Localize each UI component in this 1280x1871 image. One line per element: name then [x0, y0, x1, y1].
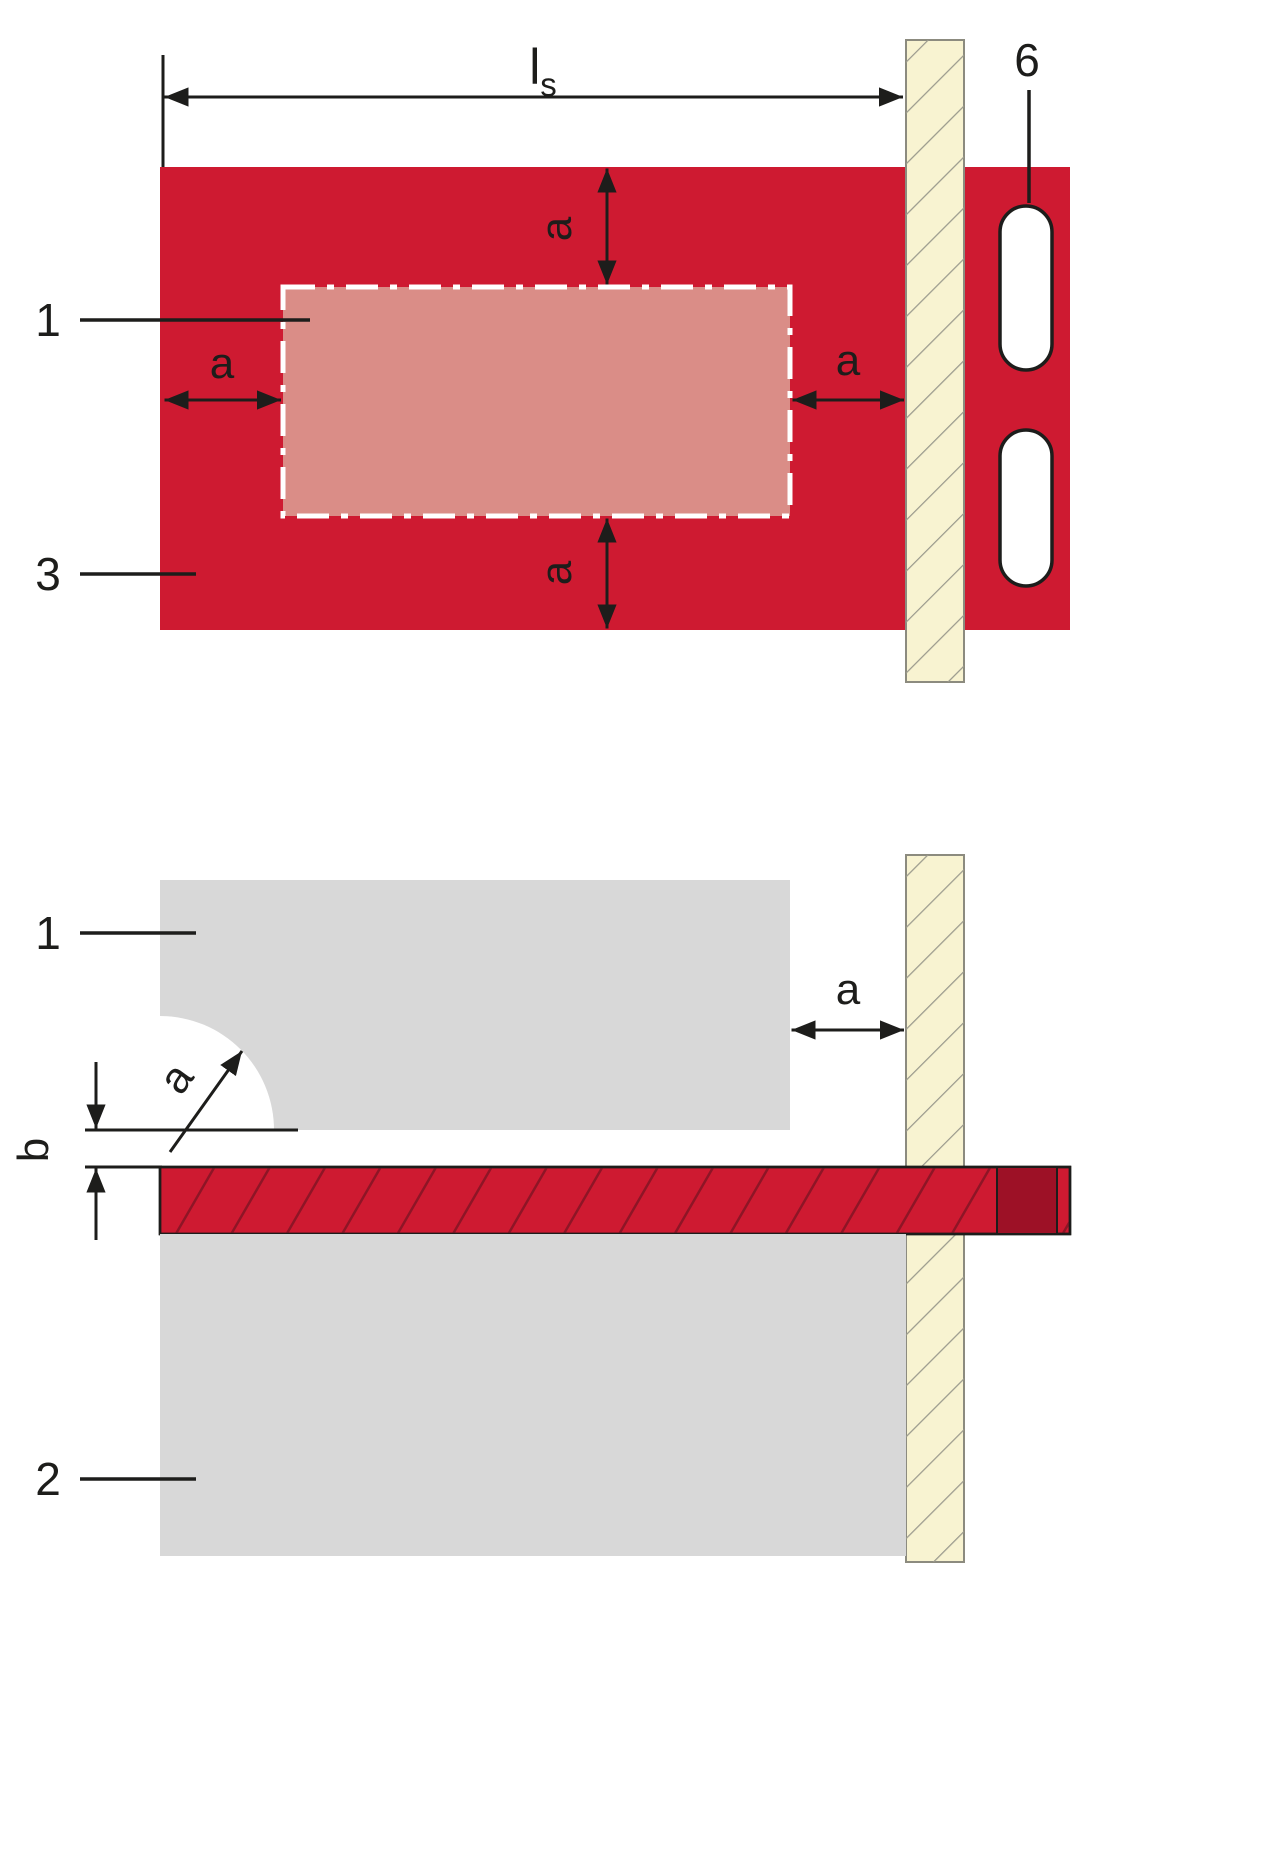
callout-3-label: 3	[35, 548, 61, 600]
sealing-bar-hatch	[158, 1165, 1072, 1236]
dim-a-bottom-label: a	[532, 560, 581, 585]
slab-notch	[160, 1016, 274, 1130]
dim-a-top-label: a	[532, 216, 581, 241]
dim-a-right-label: a	[836, 336, 861, 385]
lower-slab	[160, 1234, 906, 1556]
wall-strip-top-hatch	[906, 40, 964, 682]
callout-1-bottom-label: 1	[35, 907, 61, 959]
fixing-slot-1	[998, 204, 1054, 372]
dim-b-label: b	[9, 1138, 58, 1162]
dim-a-left-label: a	[210, 339, 235, 388]
top-view: ls a a a a 1 3 6	[35, 34, 1070, 683]
dim-a-radius-arrow	[168, 1050, 244, 1153]
fixing-slot-2	[998, 428, 1054, 588]
dim-a-gap-label: a	[836, 965, 861, 1014]
inlay-zone	[280, 284, 793, 519]
section-view: a a b 1 2	[9, 854, 1072, 1563]
sealing-bar-end-block	[996, 1166, 1058, 1235]
callout-2-label: 2	[35, 1453, 61, 1505]
callout-1-top-label: 1	[35, 294, 61, 346]
dim-ls-label: ls	[529, 39, 557, 103]
callout-6-label: 6	[1014, 34, 1040, 86]
